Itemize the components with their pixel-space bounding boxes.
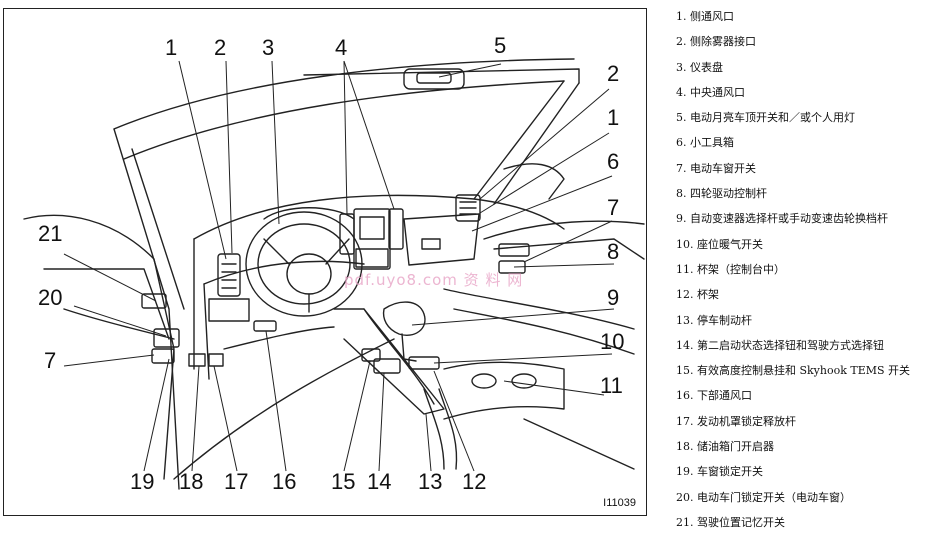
callout-16: 16 [272,469,297,494]
callout-5: 5 [494,33,507,58]
legend-list: 1. 侧通风口 2. 侧除雾器接口 3. 仪表盘 4. 中央通风口 5. 电动月… [676,4,941,535]
callout-1: 1 [165,35,178,60]
callout-13: 13 [418,469,443,494]
legend-item: 13. 停车制动杆 [676,313,752,327]
callout-9: 9 [607,285,620,310]
legend-item: 19. 车窗锁定开关 [676,465,763,479]
legend-item: 4. 中央通风口 [676,85,745,99]
legend-item: 3. 仪表盘 [676,60,723,74]
legend-item: 14. 第二启动状态选择钮和驾驶方式选择钮 [676,338,884,352]
callout-18: 18 [179,469,204,494]
legend-item: 15. 有效高度控制悬挂和 Skyhook TEMS 开关 [676,364,911,378]
legend-item: 5. 电动月亮车顶开关和／或个人用灯 [676,111,855,125]
legend-item: 6. 小工具箱 [676,136,734,150]
callout-2-right: 2 [607,61,620,86]
watermark-text: pdf.uyo8.com 资 料 网 [344,271,524,289]
callout-21: 21 [38,221,63,246]
legend-item: 18. 储油箱门开启器 [676,440,774,454]
legend-item: 8. 四轮驱动控制杆 [676,187,767,201]
legend-item: 10. 座位暖气开关 [676,237,763,251]
interior-illustration [23,58,645,490]
callout-4: 4 [335,35,348,60]
legend-item: 7. 电动车窗开关 [676,161,756,175]
callout-11: 11 [600,373,623,398]
callout-17: 17 [224,469,249,494]
legend-item: 2. 侧除雾器接口 [676,35,756,49]
legend-item: 17. 发动机罩锁定释放杆 [676,414,796,428]
callout-15: 15 [331,469,356,494]
legend-item: 9. 自动变速器选择杆或手动变速齿轮换档杆 [676,212,888,226]
callout-3: 3 [262,35,275,60]
callout-2: 2 [214,35,227,60]
legend-item: 16. 下部通风口 [676,389,752,403]
callout-7-left: 7 [44,348,57,373]
callout-10: 10 [600,329,625,354]
legend-item: 12. 杯架 [676,288,719,302]
legend-item: 20. 电动车门锁定开关（电动车窗） [676,490,851,504]
callout-12: 12 [462,469,487,494]
callout-20: 20 [38,285,63,310]
legend-item: 21. 驾驶位置记忆开关 [676,515,785,529]
interior-diagram: 1 2 3 4 5 2 1 6 7 8 9 10 11 21 20 7 19 1… [3,8,647,516]
legend-item: 11. 杯架（控制台中） [676,262,785,276]
figure-id: I11039 [603,497,636,509]
callout-1-right: 1 [607,105,620,130]
callout-8: 8 [607,239,620,264]
callout-14: 14 [367,469,392,494]
callout-6: 6 [607,149,620,174]
callout-7-right: 7 [607,195,620,220]
legend-item: 1. 侧通风口 [676,10,734,23]
callout-19: 19 [130,469,155,494]
